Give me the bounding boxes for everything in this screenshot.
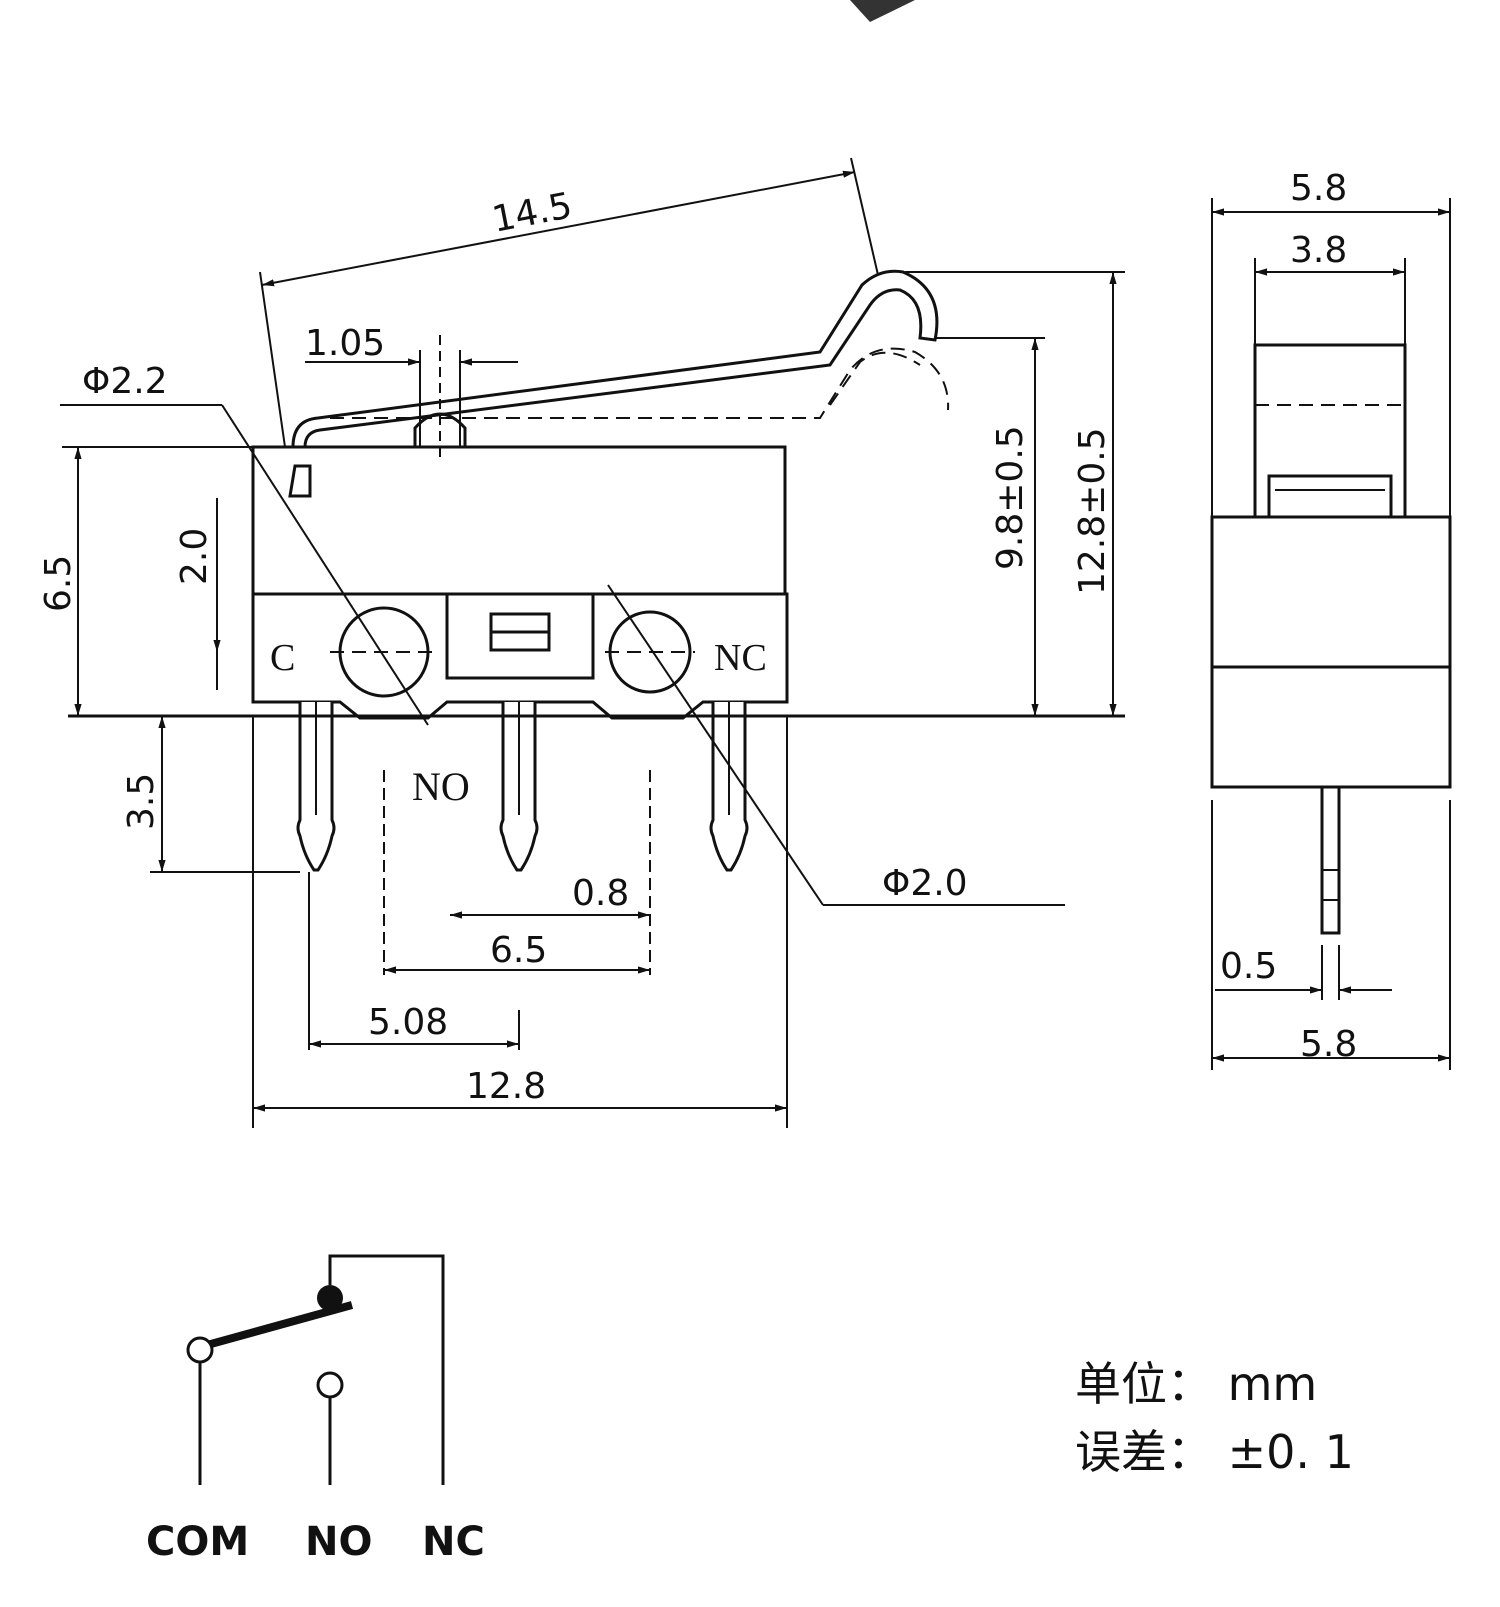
side-pin	[1320, 785, 1341, 935]
side-plunger-housing	[1253, 343, 1407, 519]
dim-side-pin-thickness: 0.5	[1220, 946, 1277, 987]
lever-arm	[291, 269, 939, 448]
terminal-label-no: NO	[412, 764, 470, 809]
terminal-label-nc: NC	[714, 637, 767, 679]
dim-pin-span: 6.5	[490, 930, 547, 971]
dim-hole-diameter-c: Φ2.2	[82, 361, 168, 402]
no-contact	[316, 1371, 344, 1399]
dim-pin-length: 3.5	[121, 773, 162, 830]
terminal-label-c: C	[270, 637, 295, 679]
dim-body-height: 6.5	[38, 555, 79, 612]
dim-body-length: 12.8	[466, 1066, 546, 1107]
com-contact	[186, 1336, 214, 1364]
dim-free-position: 9.8±0.5	[990, 425, 1031, 570]
circuit-schematic	[186, 1254, 445, 1485]
dim-actuator-offset: 1.05	[305, 323, 385, 364]
pins	[296, 702, 749, 872]
dim-pin-pitch: 5.08	[368, 1002, 448, 1043]
nc-contact-dot	[317, 1285, 343, 1311]
dim-lever-length: 14.5	[489, 185, 576, 241]
dim-side-width-top: 5.8	[1290, 168, 1347, 209]
side-view: 5.8 3.8 0.5 5.8	[1210, 168, 1452, 1070]
side-plunger	[1267, 474, 1393, 519]
dim-side-plunger-width: 3.8	[1290, 230, 1347, 271]
dim-hole-diameter-nc: Φ2.0	[882, 863, 968, 904]
dim-total-height: 12.8±0.5	[1072, 427, 1113, 595]
side-body	[1210, 515, 1452, 789]
schematic-label-com: COM	[146, 1519, 249, 1565]
dim-hole-height: 2.0	[174, 528, 215, 585]
product-photo-fragment	[850, 0, 915, 22]
dim-pin-width: 0.8	[572, 873, 629, 914]
unit-note: 单位： mm	[1075, 1357, 1317, 1411]
tolerance-note: 误差： ±0. 1	[1075, 1425, 1354, 1479]
lever-pivot-tab	[288, 464, 312, 498]
switch-arm	[198, 1301, 354, 1351]
front-view-dimensions: 14.5 1.05 Φ2.2 Φ2.0 6.5 2.0 9.8±0.5 12.8	[38, 157, 1125, 1128]
front-view	[68, 269, 1125, 872]
lever-pressed-outline	[330, 347, 950, 419]
schematic-label-no: NO	[305, 1519, 372, 1565]
schematic-label-nc: NC	[422, 1519, 485, 1565]
switch-base	[251, 592, 789, 720]
dim-side-width-bottom: 5.8	[1300, 1024, 1357, 1065]
switch-body	[251, 445, 787, 596]
